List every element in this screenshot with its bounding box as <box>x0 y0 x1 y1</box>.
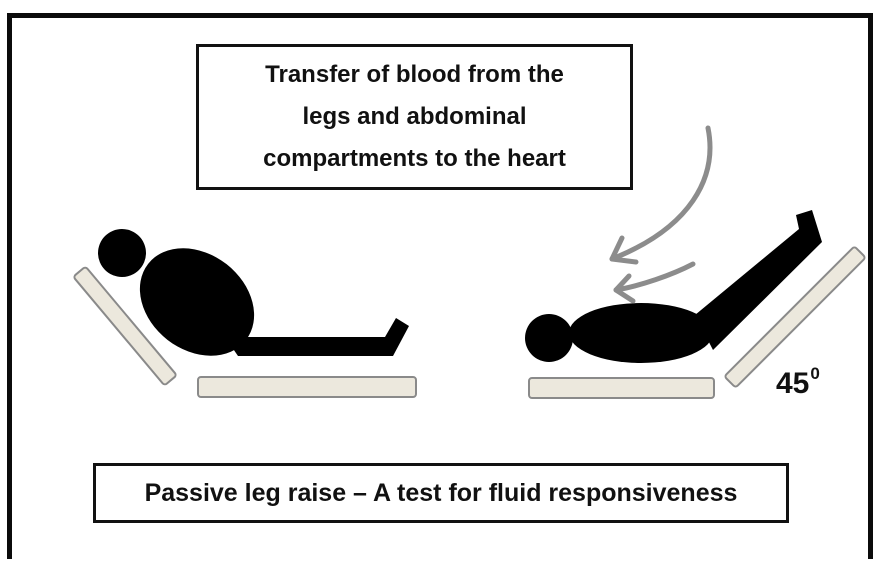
blood-transfer-line-2: legs and abdominal <box>302 100 526 134</box>
blood-transfer-line-1: Transfer of blood from the <box>265 58 564 92</box>
left-patient-head <box>98 229 146 277</box>
right-patient-head <box>525 314 573 362</box>
right-patient-legs <box>695 210 822 350</box>
blood-transfer-label-box: Transfer of blood from the legs and abdo… <box>196 44 633 190</box>
caption-text: Passive leg raise – A test for fluid res… <box>145 479 738 508</box>
right-bed-base <box>529 378 714 398</box>
angle-degree-superscript: 0 <box>810 364 819 383</box>
caption-box: Passive leg raise – A test for fluid res… <box>93 463 789 523</box>
angle-label: 450 <box>776 364 820 401</box>
angle-value: 45 <box>776 367 809 400</box>
blood-transfer-line-3: compartments to the heart <box>263 142 566 176</box>
right-patient-torso <box>569 303 713 363</box>
left-bed-base <box>198 377 416 397</box>
